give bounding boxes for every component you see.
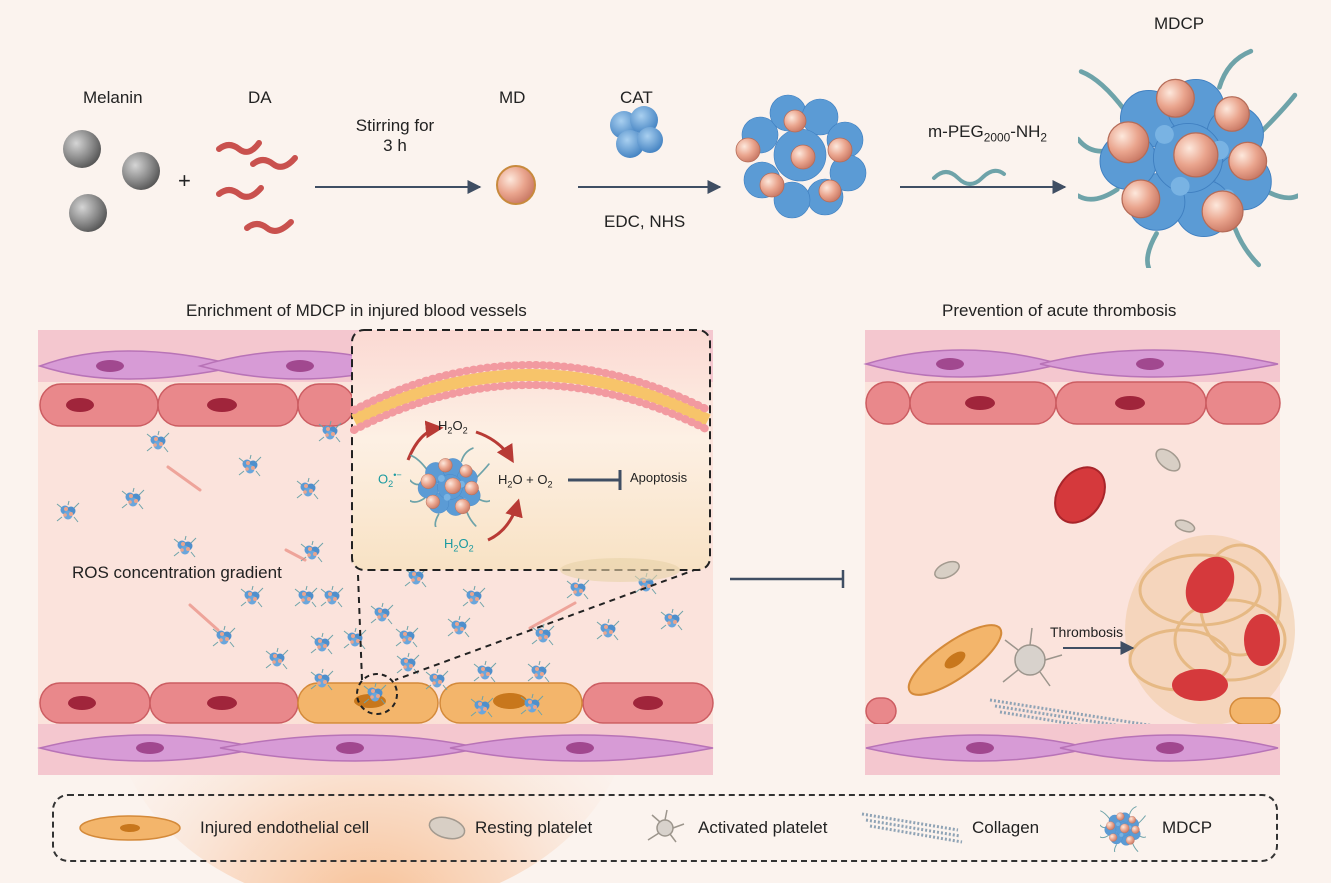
peg-chain <box>932 168 1006 186</box>
synthesis-scheme <box>63 51 1298 268</box>
mechanism-inset <box>350 329 712 582</box>
resting-platelets <box>934 448 1196 580</box>
legend-item-resting-platelet: Resting platelet <box>475 818 593 837</box>
ros-label: ROS concentration gradient <box>72 563 282 582</box>
legend-item-activated-platelet: Activated platelet <box>698 818 828 837</box>
stirring-line-2: 3 h <box>383 136 407 155</box>
melanin-label: Melanin <box>83 88 143 107</box>
legend-item-collagen: Collagen <box>972 818 1040 837</box>
melanin-particles <box>63 130 160 232</box>
prevention-title: Prevention of acute thrombosis <box>942 301 1177 320</box>
mdcp-nanoparticle <box>1078 51 1298 268</box>
legend: Injured endothelial cell Resting platele… <box>52 794 1278 862</box>
activated-platelet <box>1002 627 1063 687</box>
thrombosis-label: Thrombosis <box>1050 624 1124 640</box>
md-label: MD <box>499 88 526 107</box>
apoptosis-label: Apoptosis <box>630 470 688 485</box>
stirring-label: Stirring for 3 h <box>330 116 460 156</box>
edc-nhs-label: EDC, NHS <box>604 212 686 231</box>
product-label: H2O + O2 <box>498 472 553 490</box>
red-blood-cell <box>1054 466 1106 524</box>
legend-item-injured-cell: Injured endothelial cell <box>200 818 370 837</box>
dopamine-molecules <box>216 140 298 234</box>
thrombus <box>1125 535 1295 725</box>
zoom-circle <box>356 673 398 715</box>
particle-trails <box>166 465 577 632</box>
md-particle <box>496 165 536 205</box>
legend-icons <box>79 806 1146 852</box>
collagen-icon <box>861 812 963 844</box>
md-cat-conjugate <box>735 94 867 219</box>
peg-label: m-PEG2000-NH2 <box>928 122 1048 145</box>
enrichment-title: Enrichment of MDCP in injured blood vess… <box>186 301 527 320</box>
superoxide-label: O2•− <box>378 470 402 489</box>
activated-platelet-icon <box>647 809 685 843</box>
da-label: DA <box>248 88 272 107</box>
vessel-right <box>863 330 1295 775</box>
cat-label: CAT <box>620 88 653 107</box>
mdcp-label: MDCP <box>1154 14 1205 33</box>
cell-membrane <box>350 361 712 434</box>
plus-sign: + <box>178 168 191 193</box>
inhibition-arrow <box>730 570 845 588</box>
cat-enzyme <box>610 106 663 158</box>
stirring-line-1: Stirring for <box>355 116 435 135</box>
injured-endothelial-cell-icon <box>79 815 181 841</box>
h2o2-bottom-label: H2O2 <box>444 536 474 554</box>
legend-item-mdcp: MDCP <box>1162 818 1213 837</box>
h2o2-top-label: H2O2 <box>438 418 468 436</box>
resting-platelet-icon <box>428 816 466 840</box>
